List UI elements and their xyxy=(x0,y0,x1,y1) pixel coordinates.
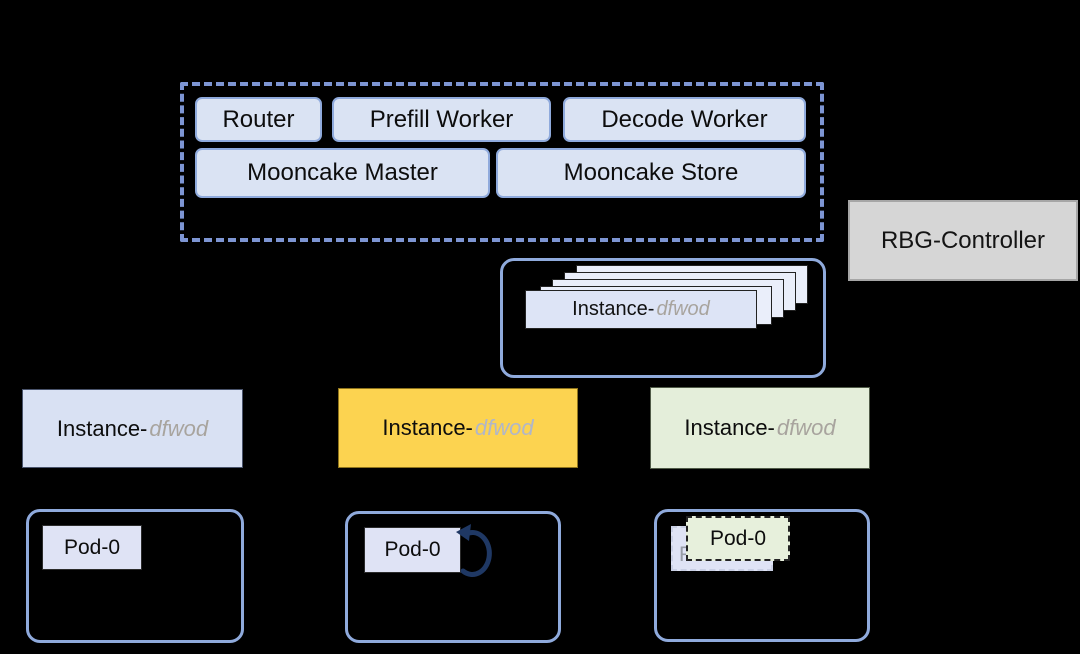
mooncake-master-box: Mooncake Master xyxy=(195,148,490,198)
instance-prefix: Instance- xyxy=(684,415,775,440)
instance-box-lavender: Instance-dfwod xyxy=(22,389,243,468)
pod-container-2: Pod-0 xyxy=(345,511,561,643)
rbg-controller-label: RBG-Controller xyxy=(880,226,1046,254)
pod-container-3: Pod-0 Pod-0 xyxy=(654,509,870,642)
prefill-worker-box: Prefill Worker xyxy=(332,97,551,142)
instance-box-yellow: Instance-dfwod xyxy=(338,388,578,468)
pod-label: Pod-0 xyxy=(709,526,767,550)
pod-box-new: Pod-0 xyxy=(686,516,790,561)
circular-restart-arrow-icon xyxy=(456,524,492,577)
instance-box-green: Instance-dfwod xyxy=(650,387,870,469)
instance-suffix: dfwod xyxy=(776,415,836,440)
decode-worker-box: Decode Worker xyxy=(563,97,806,142)
mooncake-store-label: Mooncake Store xyxy=(563,159,739,186)
workload-group-box xyxy=(180,82,824,242)
decode-worker-label: Decode Worker xyxy=(601,105,768,133)
stack-instance-suffix: dfwod xyxy=(656,298,710,320)
instance-prefix: Instance- xyxy=(56,415,148,441)
instance-prefix: Instance- xyxy=(382,415,473,440)
instance-suffix: dfwod xyxy=(149,415,209,441)
pod-box: Pod-0 xyxy=(42,525,142,570)
pod-container-1: Pod-0 xyxy=(26,509,244,643)
prefill-worker-label: Prefill Worker xyxy=(369,105,514,133)
instance-stack-container: Instance-dfwod xyxy=(500,258,826,378)
mooncake-master-label: Mooncake Master xyxy=(247,159,438,186)
stacked-instance-card-front: Instance-dfwod xyxy=(525,290,757,329)
pod-label: Pod-0 xyxy=(384,538,441,561)
router-label: Router xyxy=(222,105,295,133)
pod-label: Pod-0 xyxy=(63,535,121,559)
rbg-controller-box: RBG-Controller xyxy=(848,200,1078,281)
mooncake-store-box: Mooncake Store xyxy=(496,148,806,198)
stack-instance-prefix: Instance- xyxy=(572,298,655,320)
router-box: Router xyxy=(195,97,322,142)
instance-suffix: dfwod xyxy=(474,415,534,440)
pod-box: Pod-0 xyxy=(364,527,461,573)
